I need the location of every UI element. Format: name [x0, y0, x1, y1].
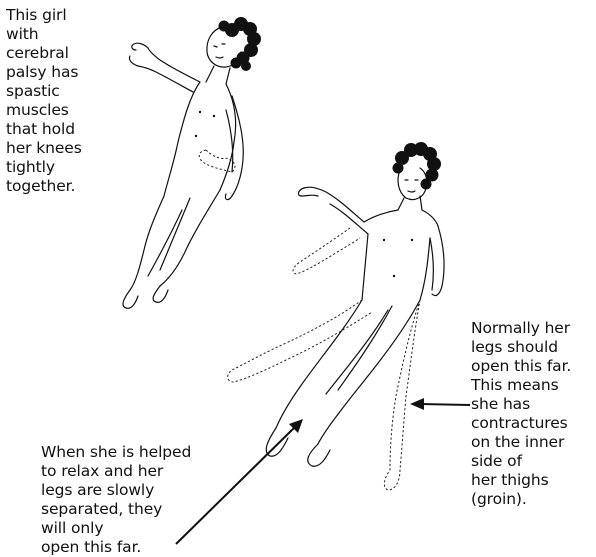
- girl-figure-standing-icon: [228, 142, 444, 490]
- arrow-up-right-icon: [176, 419, 303, 544]
- girl-figure-lying-icon: [123, 17, 261, 308]
- arrow-left-icon: [410, 398, 470, 410]
